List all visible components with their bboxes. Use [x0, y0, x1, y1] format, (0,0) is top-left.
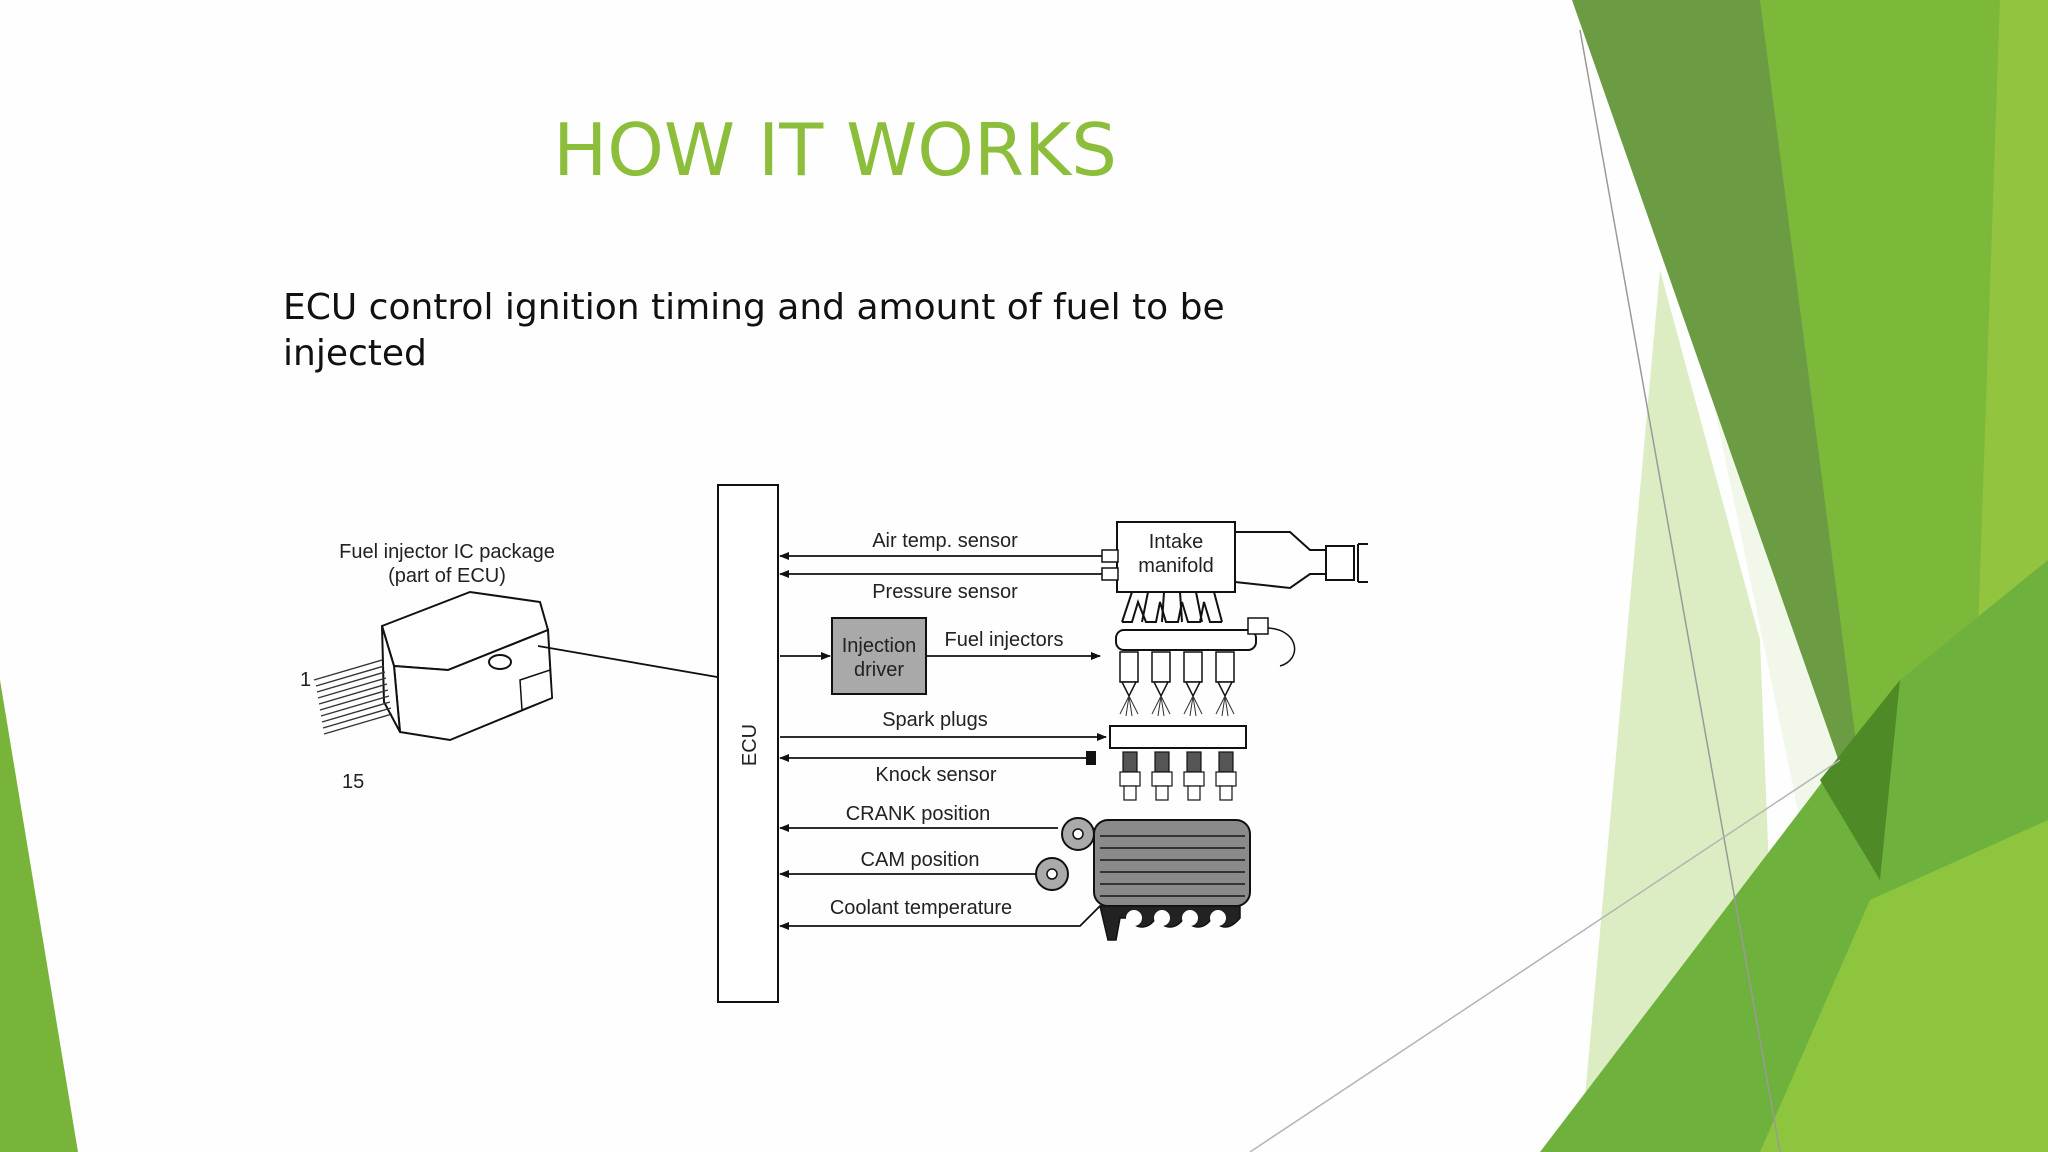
- pressure-label: Pressure sensor: [872, 581, 1018, 603]
- right-bottom-bright: [1760, 820, 2048, 1152]
- ic-label-line-2: (part of ECU): [388, 565, 506, 587]
- crank-label: CRANK position: [846, 803, 991, 825]
- body-line-2: injected: [283, 333, 427, 374]
- fuel-injectors-label: Fuel injectors: [945, 629, 1064, 651]
- right-thin-line-1: [1579, 29, 1781, 1152]
- right-accent-triangle: [1820, 680, 1900, 880]
- left-green-strip: [0, 680, 78, 1152]
- intake-label-line-1: Intake: [1149, 531, 1203, 553]
- injection-driver-line-1: Injection: [842, 635, 917, 657]
- knock-sensor-block: [1086, 751, 1096, 765]
- intake-label-line-2: manifold: [1138, 555, 1214, 577]
- coolant-arrow: [779, 905, 1101, 930]
- pin-15-label: 15: [342, 771, 364, 793]
- slide-title: HOW IT WORKS: [553, 108, 1117, 192]
- ecu-diagram: Fuel injector IC package (part of ECU) 1…: [300, 484, 1368, 1003]
- spark-plug-assembly: [1109, 725, 1247, 801]
- fuel-injector-assembly: [1115, 617, 1296, 717]
- ic-package: Fuel injector IC package (part of ECU) 1…: [300, 541, 747, 793]
- coolant-label: Coolant temperature: [830, 897, 1012, 919]
- ic-label-line-1: Fuel injector IC package: [339, 541, 555, 563]
- slide-body-text: ECU control ignition timing and amount o…: [283, 285, 1283, 377]
- injection-driver-line-2: driver: [854, 659, 904, 681]
- right-thin-line-2: [1249, 759, 1841, 1152]
- ic-to-ecu-arrow: [537, 645, 747, 685]
- spark-plugs-label: Spark plugs: [882, 709, 988, 731]
- ecu-label: ECU: [739, 724, 761, 766]
- ecu-box: [717, 484, 779, 1003]
- knock-label: Knock sensor: [875, 764, 997, 786]
- signal-lines: Air temp. sensor Pressure sensor Injecti…: [779, 530, 1107, 930]
- pin-1-label: 1: [300, 669, 311, 691]
- engine-block: [1035, 817, 1251, 941]
- cam-label: CAM position: [861, 849, 980, 871]
- intake-manifold: Intake manifold: [1101, 521, 1368, 623]
- air-temp-label: Air temp. sensor: [872, 530, 1018, 552]
- body-line-1: ECU control ignition timing and amount o…: [283, 287, 1225, 328]
- ic-pins: [313, 659, 393, 735]
